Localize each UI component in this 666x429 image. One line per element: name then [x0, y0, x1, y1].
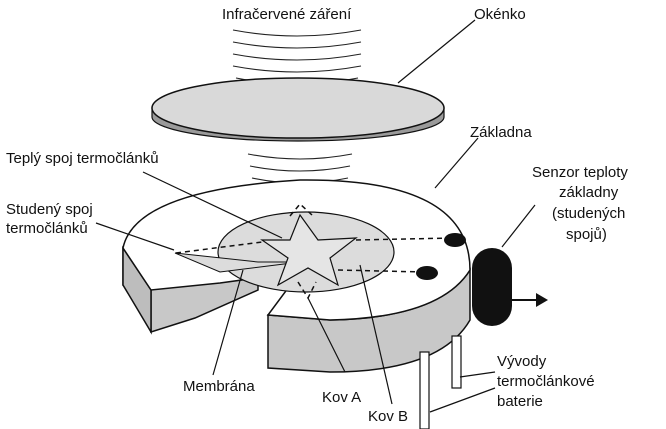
label-metal-b: Kov B	[368, 408, 408, 425]
label-temp-sensor-line2: základny	[559, 184, 619, 201]
label-temp-sensor-line3: (studených	[552, 205, 625, 222]
label-cold-junction-line1: Studený spoj	[6, 201, 93, 218]
label-leads-line1: Vývody	[497, 353, 547, 370]
cold-junction-dot-1	[444, 233, 466, 247]
label-temp-sensor-line1: Senzor teploty	[532, 164, 628, 181]
label-window: Okénko	[474, 6, 526, 23]
label-membrane: Membrána	[183, 378, 255, 395]
label-temp-sensor-line4: spojů)	[566, 226, 607, 243]
label-hot-junction: Teplý spoj termočlánků	[6, 150, 159, 167]
cold-junction-dot-2	[416, 266, 438, 280]
label-leads-line2: termočlánkové	[497, 373, 595, 390]
temperature-sensor	[472, 248, 548, 326]
label-cold-junction-line2: termočlánků	[6, 220, 88, 237]
label-base: Základna	[470, 124, 532, 141]
label-infrared: Infračervené záření	[222, 6, 352, 23]
labels: Infračervené záření Okénko Základna Tepl…	[6, 6, 628, 425]
label-metal-a: Kov A	[322, 389, 361, 406]
window-disc	[151, 77, 445, 142]
infrared-waves-top	[232, 29, 362, 85]
label-leads-line3: baterie	[497, 393, 543, 410]
output-leads	[419, 335, 462, 429]
leader-lines	[95, 19, 536, 413]
hot-junction-star	[260, 213, 358, 287]
